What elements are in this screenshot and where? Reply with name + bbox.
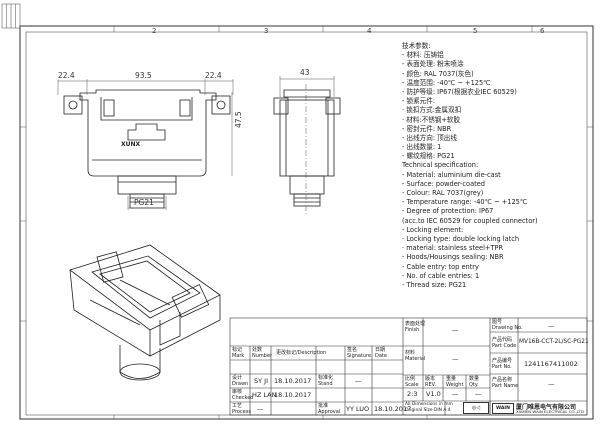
- spec-line: - Locking element:: [402, 225, 464, 234]
- zone-label: 2: [152, 27, 157, 35]
- dim-thread: PG21: [134, 198, 154, 207]
- spec-line: · 锁扣方式:金属双扣: [402, 106, 462, 115]
- spec-line: - 表面处理: 粉末喷涂: [402, 60, 464, 69]
- tb-approval-date: 18.10.2017: [374, 405, 412, 413]
- tb-change-header: 更改标记/Description: [276, 350, 327, 356]
- technical-spec-list: 技术参数:- 材料: 压铸铝- 表面处理: 粉末喷涂- 颜色: RAL 7037…: [402, 42, 538, 290]
- spec-line: - 颜色: RAL 7037(灰色): [402, 69, 474, 78]
- side-view: [273, 89, 341, 207]
- tb-checked-name: HZ LAN: [252, 391, 277, 399]
- tb-approval-name: YY LUO: [346, 405, 370, 413]
- spec-line: - Cable entry: top entry: [402, 262, 479, 271]
- spec-line: (acc.to IEC 60529 for coupled connector): [402, 216, 538, 225]
- tb-qty-value: —: [475, 390, 482, 398]
- spec-line: - Surface: powder-coated: [402, 179, 485, 188]
- spec-line: - Degree of protection: IP67: [402, 207, 494, 216]
- tb-checked-date: 18.10.2017: [274, 391, 312, 399]
- dim-depth: 43: [300, 68, 310, 77]
- company-logo: WAIN: [492, 403, 514, 414]
- company-name-cn: 厦门唯恩电气有限公司: [516, 404, 577, 411]
- tb-part-name-value: —: [548, 380, 555, 388]
- tb-material-value: —: [452, 355, 459, 363]
- logo-mark: XUNX: [121, 141, 141, 148]
- tb-stand-name: —: [355, 377, 362, 385]
- tb-drawn-date: 18.10.2017: [274, 377, 312, 385]
- spec-line: · Locking type: double locking latch: [402, 234, 520, 243]
- spec-line: 技术参数:: [402, 42, 431, 50]
- zone-label: 3: [264, 27, 269, 35]
- front-view: [63, 89, 231, 209]
- dim-left-width: 22.4: [58, 71, 75, 80]
- spec-line: - 螺纹规格: PG21: [402, 152, 455, 161]
- title-block: [229, 317, 588, 416]
- spec-line: · 材料:不锈钢+软胶: [402, 115, 461, 124]
- tb-process-name: —: [257, 405, 264, 413]
- isometric-view: [69, 244, 221, 381]
- zone-label: 6: [540, 27, 545, 35]
- tb-drawn-name: SY JI: [254, 377, 268, 385]
- spec-line: - 密封元件: NBR: [402, 124, 452, 133]
- zone-label: 5: [473, 27, 478, 35]
- spec-line: - 温度范围: -40℃ ~ +125℃: [402, 78, 491, 87]
- spec-line: - Temperature range: -40℃ ~ +125℃: [402, 198, 528, 207]
- spec-line: - Hoods/Housings sealing: NBR: [402, 253, 504, 262]
- company-name-en: XIAMEN WAIN ELECTRICAL CO.,LTD: [516, 409, 584, 414]
- tb-scale-value: 2:3: [407, 390, 418, 398]
- spec-line: - No. of cable entries: 1: [402, 271, 480, 280]
- spec-line: - Colour: RAL 7037(grey): [402, 189, 484, 197]
- spec-line: - 材料: 压铸铝: [402, 51, 444, 60]
- tb-rev-value: V1.0: [426, 390, 441, 398]
- spec-line: - 锁紧元件:: [402, 97, 436, 106]
- tb-weight-value: —: [452, 390, 459, 398]
- spec-line: - Thread size: PG21: [402, 280, 467, 289]
- zone-label: 4: [367, 27, 372, 35]
- spec-line: - 防护等级: IP67(根据农业IEC 60529): [402, 87, 517, 96]
- spec-line: - Material: aluminium die-cast: [402, 170, 501, 179]
- spec-line: - 出线数量: 1: [402, 143, 442, 152]
- dim-height: 47.5: [234, 111, 243, 128]
- tb-part-code-value: MV16B-CCT-2L/SC-PG21: [519, 339, 589, 345]
- tb-part-no-value: 1241167411002: [524, 360, 578, 368]
- tb-finish-value: —: [452, 326, 459, 334]
- spec-line: - 出线方向: 顶出线: [402, 133, 457, 142]
- spec-line: · material: stainless steel+TPR: [402, 244, 504, 253]
- dim-right-width: 22.4: [205, 71, 222, 80]
- projection-symbol-icon: ◎◁: [463, 402, 489, 414]
- tb-drawing-no-value: —: [548, 322, 555, 330]
- spec-line: Technical specification:: [402, 161, 479, 170]
- dim-body-width: 93.5: [135, 71, 152, 80]
